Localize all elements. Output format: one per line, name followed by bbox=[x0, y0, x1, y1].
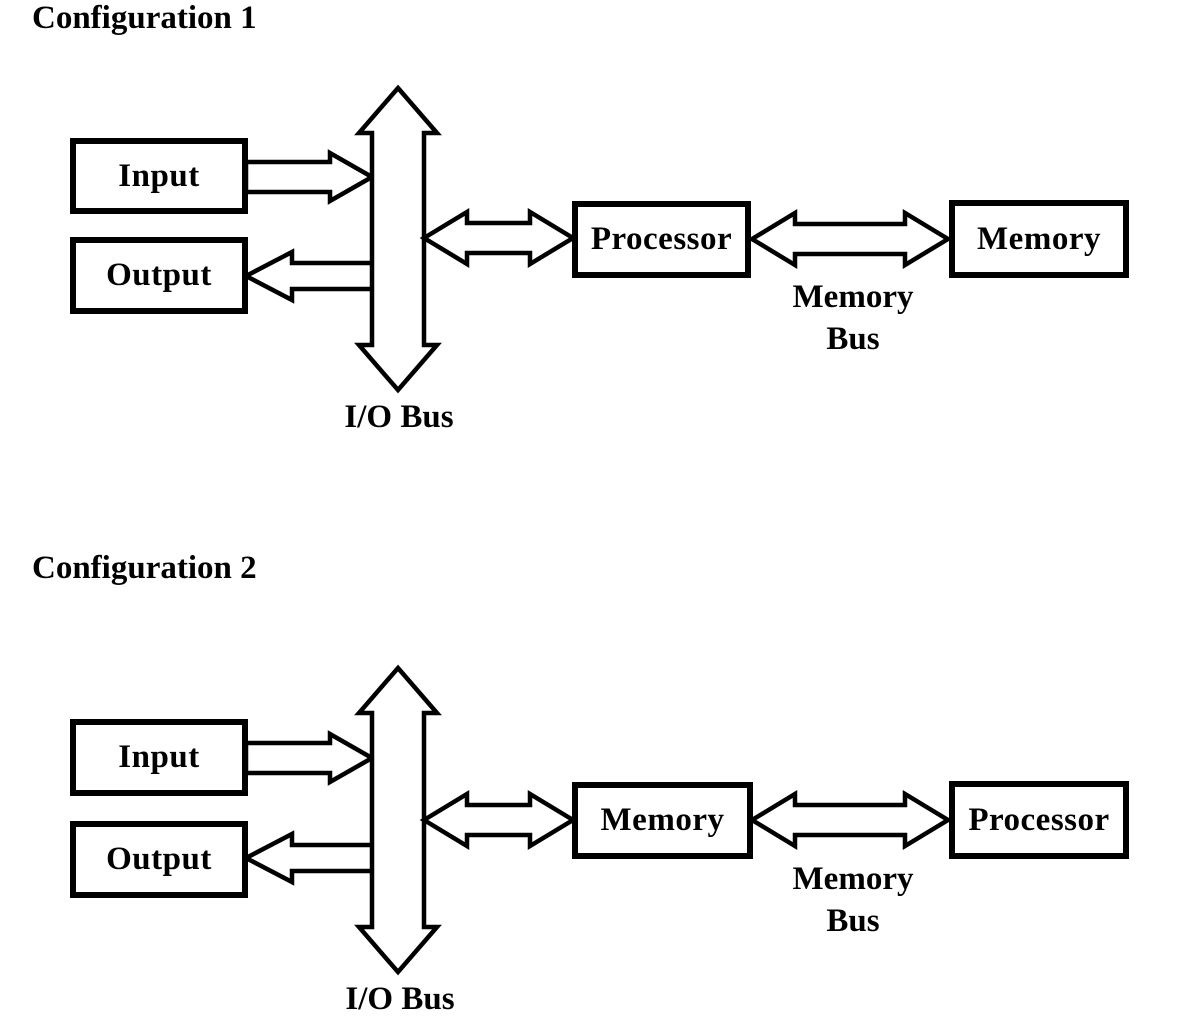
config2-memory-bus-label-line1: Memory bbox=[792, 861, 914, 897]
config1-memory-bus-label-line1: Memory bbox=[792, 279, 914, 315]
config1-processor-box: Processor bbox=[572, 201, 751, 278]
config2-output-arrow bbox=[241, 830, 377, 886]
config1-output-box: Output bbox=[70, 237, 248, 314]
config1-memory-bus-label-line2: Bus bbox=[826, 321, 880, 357]
config2-io-bus-to-memory-arrow bbox=[419, 790, 578, 850]
config2-title: Configuration 2 bbox=[32, 550, 257, 586]
config2-memory-box: Memory bbox=[572, 782, 753, 859]
config1-io-bus-label: I/O Bus bbox=[344, 399, 454, 435]
config1-processor-memory-bus-arrow bbox=[747, 209, 953, 269]
config1-input-arrow bbox=[243, 149, 377, 205]
config2-memory-bus-label-line2: Bus bbox=[826, 903, 880, 939]
config1-io-bus-arrow bbox=[354, 84, 442, 394]
config1-memory-box: Memory bbox=[949, 200, 1129, 278]
config1-output-arrow bbox=[241, 248, 377, 304]
config2-processor-box: Processor bbox=[949, 781, 1129, 859]
config2-output-box: Output bbox=[70, 821, 248, 898]
config2-input-box: Input bbox=[70, 719, 248, 796]
config1-memory-bus-label: Memory Bus bbox=[748, 276, 958, 360]
config2-memory-processor-bus-arrow bbox=[747, 790, 953, 850]
config2-io-bus-label: I/O Bus bbox=[345, 981, 455, 1017]
config1-title: Configuration 1 bbox=[32, 0, 257, 36]
config1-input-box: Input bbox=[70, 138, 248, 214]
config2-memory-bus-label: Memory Bus bbox=[748, 858, 958, 942]
config2-arrows bbox=[241, 664, 953, 976]
config2-input-arrow bbox=[243, 730, 377, 786]
config1-io-bus-to-processor-arrow bbox=[419, 208, 578, 268]
config2-io-bus-arrow bbox=[354, 664, 442, 976]
